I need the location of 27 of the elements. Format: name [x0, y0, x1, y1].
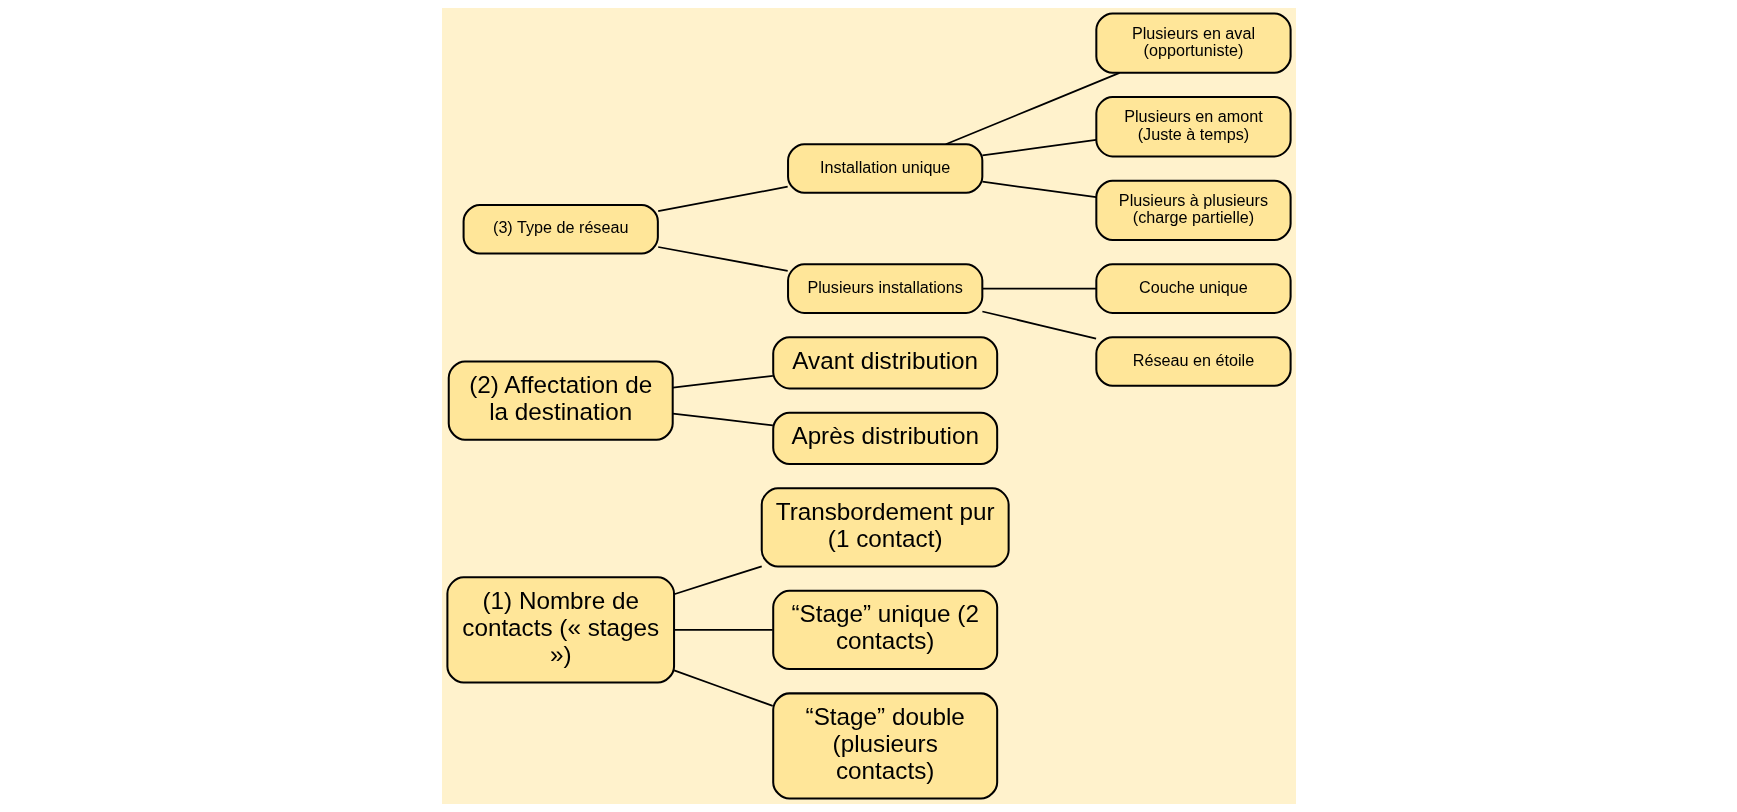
node-box: Réseau en étoile	[1094, 336, 1292, 387]
connector	[672, 565, 763, 596]
connector	[981, 310, 1097, 340]
node-box: Transbordement pur (1 contact)	[760, 487, 1010, 568]
node-box: (1) Nombre de contacts (« stages »)	[445, 576, 675, 684]
connector	[981, 180, 1097, 199]
node-box: “Stage” unique (2 contacts)	[771, 589, 998, 671]
connector	[656, 185, 789, 212]
node-box: Installation unique	[786, 143, 983, 194]
connector	[981, 139, 1097, 157]
connector	[656, 246, 789, 272]
node-box: Après distribution	[771, 411, 998, 465]
connector	[671, 412, 774, 427]
node-box: (2) Affectation de la destination	[447, 360, 674, 441]
node-box: (3) Type de réseau	[462, 203, 659, 255]
node-box: Plusieurs en aval (opportuniste)	[1094, 12, 1292, 74]
connector	[672, 669, 774, 707]
node-box: “Stage” double (plusieurs contacts)	[771, 692, 998, 800]
node-box: Avant distribution	[771, 336, 998, 390]
connector	[672, 629, 774, 631]
connector	[671, 374, 774, 389]
node-box: Plusieurs installations	[786, 263, 983, 314]
connector	[981, 287, 1097, 290]
node-box: Couche unique	[1094, 263, 1292, 314]
connector	[944, 72, 1120, 146]
node-box: Plusieurs à plusieurs (charge partielle)	[1094, 179, 1292, 242]
node-box: Plusieurs en amont (Juste à temps)	[1094, 96, 1292, 158]
